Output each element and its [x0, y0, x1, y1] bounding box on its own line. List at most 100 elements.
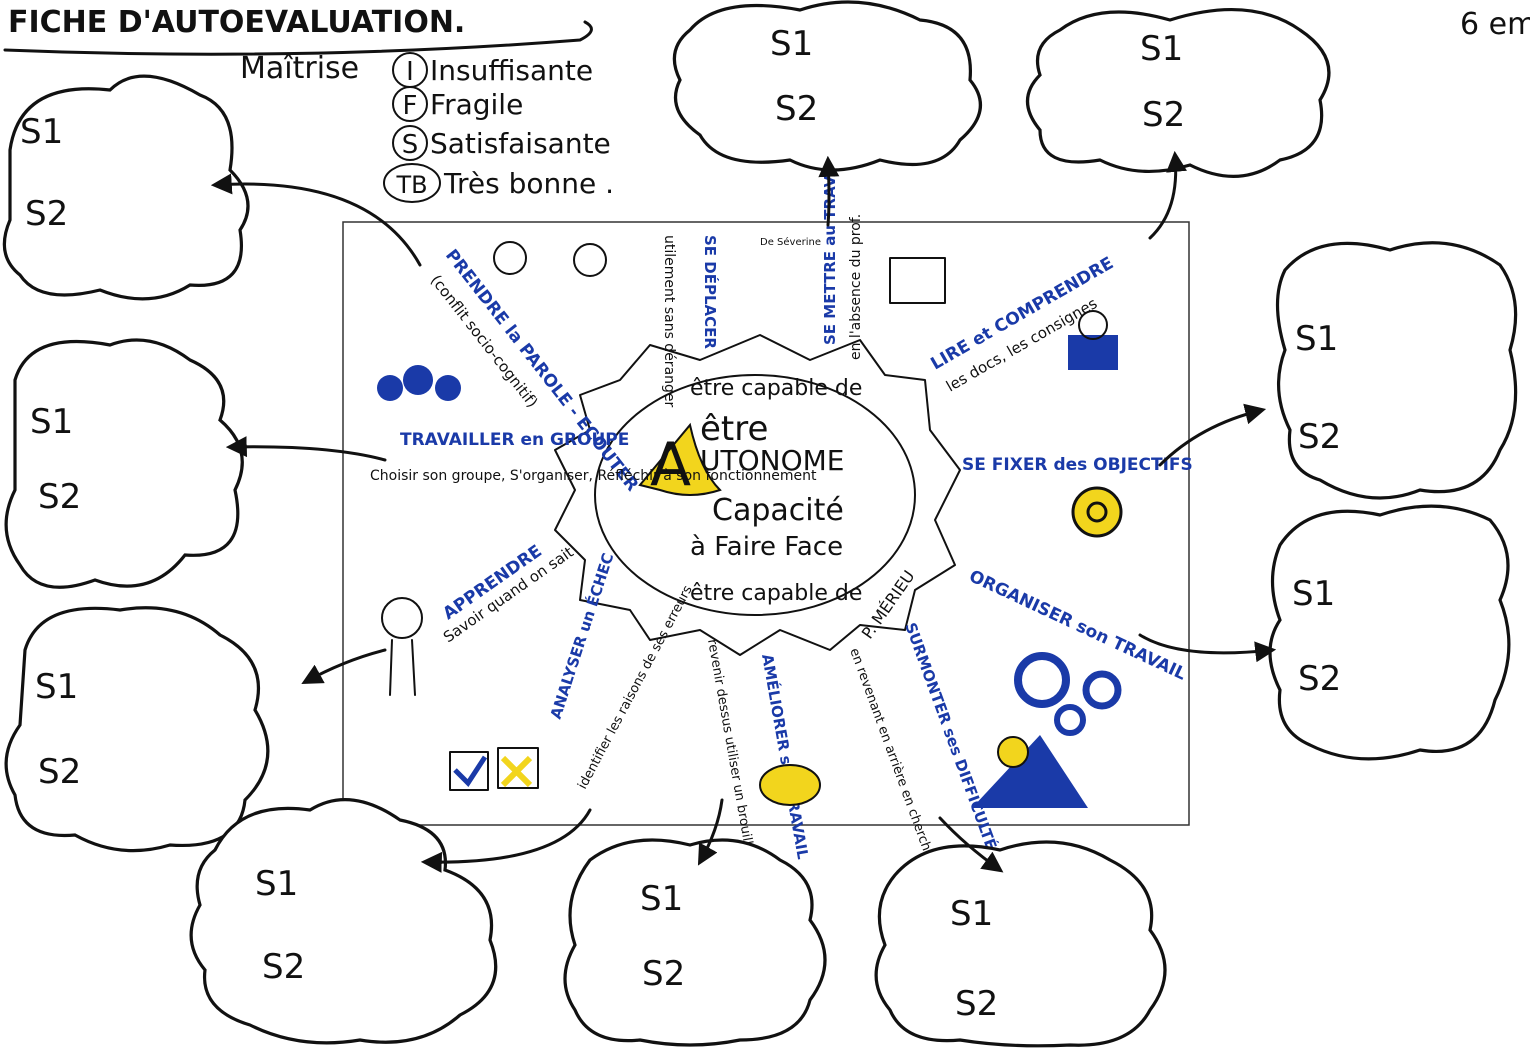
cloud-left-bottom: S1 S2	[4, 606, 270, 853]
student-body-icon	[389, 639, 416, 696]
target-center-icon	[1086, 501, 1108, 523]
cloud-s2: S2	[1298, 417, 1341, 457]
cloud-bottom-3: S1 S2	[874, 840, 1167, 1048]
arrow-to-cloud-top-2	[1148, 150, 1187, 240]
title-letter: A	[650, 430, 691, 500]
cross-icon	[500, 755, 533, 788]
cloud-outline	[2, 74, 250, 301]
cloud-outline	[563, 838, 827, 1047]
cloud-s2: S2	[38, 477, 81, 517]
arrow-to-cloud-bottom-2	[697, 798, 724, 866]
skill-travailler-groupe: TRAVAILLER en GROUPE Choisir son groupe,…	[370, 365, 817, 484]
cloud-s2: S2	[642, 954, 685, 994]
cloud-outline	[1026, 7, 1331, 178]
legend-code-circle	[392, 125, 428, 161]
arrow-to-cloud-bottom-3	[938, 816, 1004, 873]
arrow-to-cloud-left-mid	[225, 436, 387, 462]
legend-code: I	[406, 57, 414, 87]
rocket-icon	[759, 764, 821, 806]
listener-icon	[573, 243, 607, 277]
boulder-icon	[997, 736, 1029, 768]
group-people-icon	[403, 365, 433, 395]
arrow-to-cloud-right-1	[1158, 403, 1267, 467]
cloud-s2: S2	[1298, 659, 1341, 699]
class-level: 6 em	[1460, 7, 1530, 42]
skill-title: SE METTRE au TRAVAIL	[821, 150, 839, 345]
cloud-outline	[1275, 241, 1518, 500]
cloud-s2: S2	[38, 752, 81, 792]
mind-map-frame	[342, 221, 1190, 826]
ring-text-top: être capable de	[690, 376, 862, 401]
group-people-icon	[377, 375, 403, 401]
cloud-outline	[189, 798, 498, 1045]
cloud-s2: S2	[262, 947, 305, 987]
skill-detail: utilement sans déranger	[661, 235, 677, 408]
cloud-s1: S1	[30, 402, 73, 442]
cloud-right-2: S1 S2	[1268, 504, 1511, 761]
central-burst	[554, 334, 961, 656]
cloud-s1: S1	[950, 894, 993, 934]
cloud-s2: S2	[955, 984, 998, 1024]
cloud-s1: S1	[1292, 574, 1335, 614]
cloud-s2: S2	[1142, 95, 1185, 135]
gear-icon	[1054, 704, 1086, 736]
legend-code-circle	[392, 86, 428, 122]
cloud-bottom-1: S1 S2	[189, 798, 498, 1045]
center-subtitle-1: Capacité	[712, 493, 844, 528]
reader-head-icon	[1078, 310, 1108, 340]
legend-code: F	[403, 91, 418, 121]
cloud-left-top: S1 S2	[2, 74, 250, 301]
skill-detail: Choisir son groupe, S'organiser, Réfléch…	[370, 468, 817, 484]
center-subtitle-2: à Faire Face	[690, 532, 843, 562]
cloud-s1: S1	[35, 667, 78, 707]
legend-code-circle	[383, 163, 441, 203]
gear-icon	[1014, 652, 1070, 708]
cloud-s1: S1	[640, 879, 683, 919]
arrow-to-cloud-bottom-1	[420, 808, 592, 873]
credit-text: De Séverine	[760, 236, 821, 248]
cloud-top-2: S1 S2	[1026, 7, 1331, 178]
cloud-s2: S2	[25, 194, 68, 234]
skill-title: TRAVAILLER en GROUPE	[400, 430, 629, 450]
cloud-right-1: S1 S2	[1275, 241, 1518, 500]
cloud-s1: S1	[20, 112, 63, 152]
sheet-title: FICHE D'AUTOEVALUATION.	[8, 5, 465, 40]
legend-item-satisfaisante: S Satisfaisante	[392, 125, 611, 161]
skill-se-mettre-travail: SE METTRE au TRAVAIL en l'absence du pro…	[821, 150, 946, 360]
cloud-s1: S1	[1295, 319, 1338, 359]
group-people-icon	[435, 375, 461, 401]
skill-se-deplacer: SE DÉPLACER utilement sans déranger	[661, 235, 720, 408]
legend-item-insuffisante: I Insuffisante	[392, 52, 593, 88]
center-title-line2: UTONOME	[700, 444, 844, 477]
legend-code: TB	[395, 171, 427, 199]
book-icon	[1068, 335, 1118, 370]
cloud-left-mid: S1 S2	[4, 338, 244, 589]
legend-label: Insuffisante	[430, 54, 593, 87]
cloud-outline	[1268, 504, 1511, 761]
cloud-top-1: S1 S2	[672, 0, 982, 172]
legend-code: S	[402, 130, 419, 160]
ring-text-bottom: être capable de	[690, 581, 862, 606]
gear-icon	[1082, 670, 1122, 710]
cloud-outline	[874, 840, 1167, 1048]
cloud-s1: S1	[770, 24, 813, 64]
cloud-s1: S1	[255, 864, 298, 904]
cloud-s1: S1	[1140, 29, 1183, 69]
central-ring	[594, 374, 916, 616]
speaker-icon	[493, 241, 527, 275]
center-title-line1: être	[700, 409, 768, 449]
header: FICHE D'AUTOEVALUATION. 6 em Maîtrise I …	[3, 5, 1530, 203]
arrow-to-cloud-top-1	[818, 155, 840, 227]
student-head-icon	[381, 597, 423, 639]
cloud-outline	[4, 338, 244, 589]
legend-label: Satisfaisante	[430, 127, 611, 160]
target-icon	[1071, 486, 1123, 538]
cloud-s2: S2	[775, 89, 818, 129]
checkbox-icon	[497, 747, 539, 789]
cloud-outline	[672, 0, 982, 172]
arrows	[210, 150, 1277, 873]
mountain-icon	[972, 735, 1088, 808]
